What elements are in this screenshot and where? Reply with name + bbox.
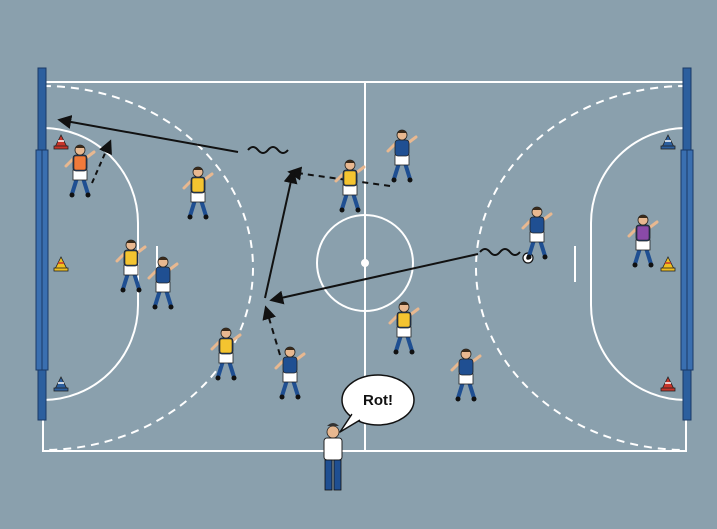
player-yellow-bib — [388, 301, 420, 355]
player-keeper-right — [627, 214, 659, 268]
center-spot — [361, 259, 369, 267]
movement-arrows — [57, 115, 521, 356]
run-arrow — [262, 305, 281, 356]
player-blue — [274, 346, 306, 400]
keeper-run-arrow — [91, 139, 112, 184]
pass-arrow — [57, 115, 239, 153]
dashed-arc-left — [42, 85, 254, 451]
pass-arrow — [269, 253, 479, 305]
players — [64, 129, 659, 402]
dribble-squiggle — [479, 248, 521, 256]
goal-left — [35, 67, 49, 421]
player-yellow-bib — [182, 166, 214, 220]
player-keeper-left — [64, 144, 96, 198]
player-yellow-bib — [210, 327, 242, 381]
speech-bubble-text: Rot! — [363, 392, 393, 409]
penalty-area-right — [590, 127, 687, 401]
player-blue-with-ball — [521, 206, 553, 260]
player-blue — [450, 348, 482, 402]
dashed-arc-right — [475, 85, 687, 451]
speech-bubble: Rot! — [339, 374, 415, 433]
dribble-squiggle — [247, 146, 289, 154]
player-blue — [147, 256, 179, 310]
coach — [323, 423, 343, 491]
center-circle — [316, 214, 414, 312]
run-arrow — [287, 166, 391, 187]
player-blue — [386, 129, 418, 183]
pass-arrow — [264, 169, 298, 299]
goal-right — [680, 67, 694, 421]
player-yellow-bib — [115, 239, 147, 293]
player-yellow-bib — [334, 159, 366, 213]
